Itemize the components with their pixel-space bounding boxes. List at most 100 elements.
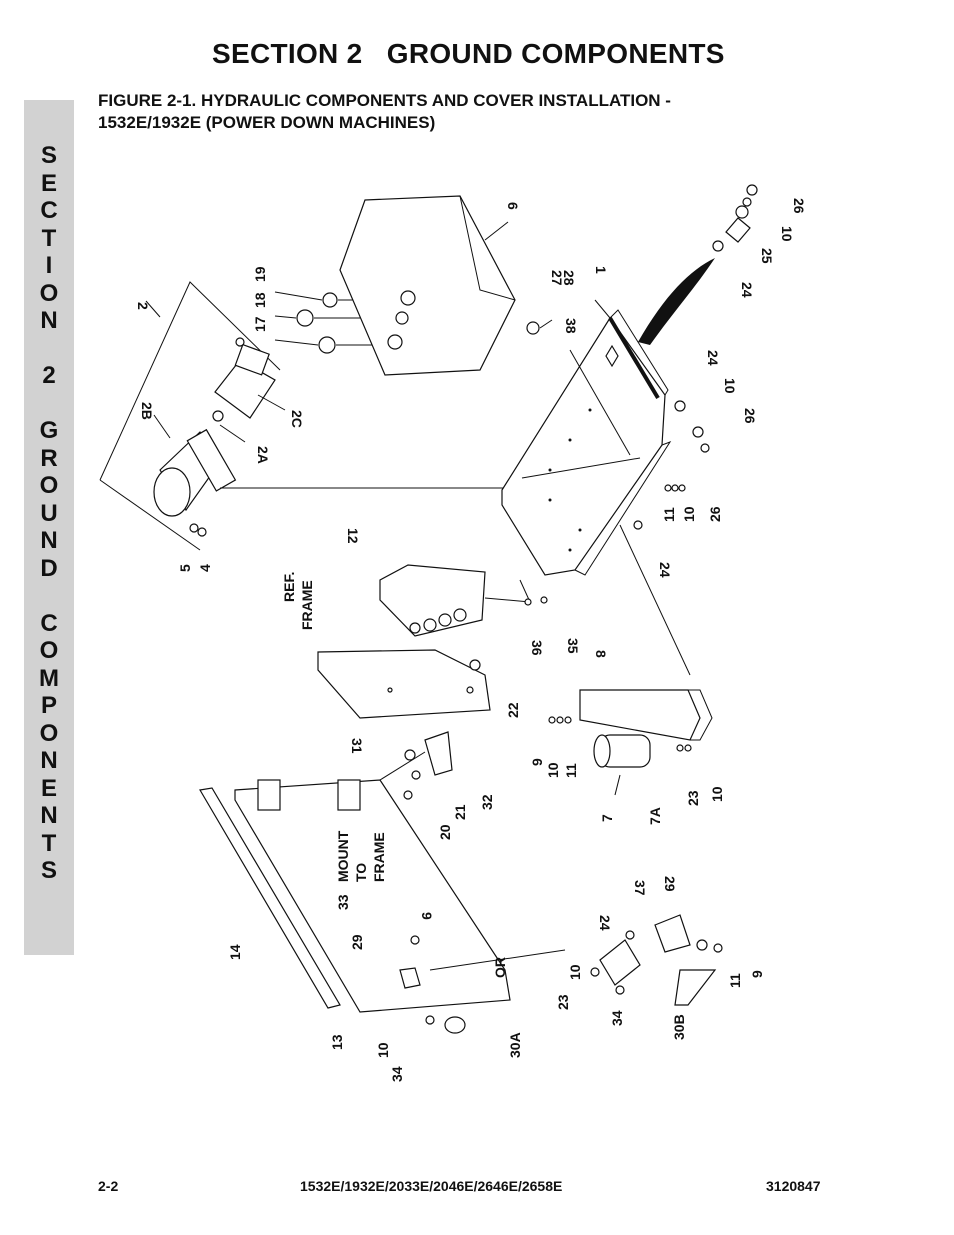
side-tab-letter: N (40, 307, 58, 334)
callout-21: 21 (452, 804, 468, 820)
side-tab-letter: E (40, 169, 57, 197)
callout-36: 36 (529, 640, 545, 656)
side-tab-letter: M (39, 664, 59, 692)
callout-38: 38 (563, 318, 579, 334)
side-tab-letter: O (39, 719, 59, 747)
side-tab-letter: T (41, 829, 57, 857)
callout-22: 22 (505, 702, 521, 718)
mount-hardware-top (712, 184, 758, 252)
callout-34-cover: 34 (389, 1066, 405, 1082)
callout-24-top: 24 (739, 282, 755, 298)
bracket (548, 689, 713, 752)
callout-26-right: 26 (742, 408, 758, 424)
footer-doc-number: 3120847 (766, 1178, 821, 1194)
cover-panel (234, 731, 511, 1034)
callout-19: 19 (252, 266, 268, 282)
side-tab-letter: I (45, 252, 53, 279)
callout-4: 4 (197, 564, 213, 572)
callout-9-cover: 9 (419, 912, 435, 920)
ref-frame-label-2: FRAME (299, 580, 315, 630)
mount-label-2: TO (353, 863, 369, 882)
figure-title-line-2: 1532E/1932E (POWER DOWN MACHINES) (98, 113, 436, 132)
side-tab-letter: R (40, 444, 58, 472)
side-tab-letter: N (40, 527, 58, 554)
callout-28: 28 (561, 270, 577, 286)
or-label: OR (492, 957, 508, 978)
side-tab-letter (24, 582, 74, 610)
side-tab-letter: S (40, 857, 57, 884)
callout-10-left: 10 (545, 762, 561, 778)
exploded-parts-diagram: 2 2B 2A 2C 17 18 19 5 4 6 27 28 38 1 26 … (99, 184, 807, 1082)
callout-20: 20 (437, 824, 453, 840)
direction-arrow-icon (638, 258, 715, 345)
callout-11-left: 11 (563, 763, 579, 778)
callout-32: 32 (479, 794, 495, 810)
callout-29-latch: 29 (662, 876, 678, 892)
callout-7: 7 (599, 814, 615, 822)
side-tab-letter: T (41, 224, 57, 252)
footer-page-number: 2-2 (98, 1178, 119, 1194)
footer-models: 1532E/1932E/2033E/2046E/2646E/2658E (300, 1178, 563, 1194)
figure-title: FIGURE 2-1. HYDRAULIC COMPONENTS AND COV… (98, 90, 671, 134)
callout-31: 31 (349, 738, 365, 754)
side-tab-letter: G (39, 417, 59, 444)
callout-25: 25 (759, 248, 775, 264)
callout-1: 1 (593, 266, 609, 274)
callout-17: 17 (252, 316, 268, 332)
callout-30a: 30A (507, 1032, 523, 1058)
motor (153, 414, 548, 537)
callout-24-mid: 24 (657, 562, 673, 578)
section-title: SECTION 2 GROUND COMPONENTS (212, 38, 725, 69)
callout-37: 37 (632, 880, 648, 896)
side-tab-letter: N (40, 747, 58, 774)
or-arrow (429, 949, 566, 971)
reservoir (339, 195, 553, 376)
pump (212, 337, 286, 443)
side-tab-letter: E (40, 774, 57, 802)
pump-assembly-outline (99, 281, 281, 551)
base-tray (501, 299, 691, 676)
callout-6: 6 (505, 202, 521, 210)
trim-strip (199, 787, 341, 1009)
callout-10-cover: 10 (375, 1042, 391, 1058)
callout-11-latch: 11 (727, 973, 743, 988)
callout-24-latch: 24 (597, 915, 613, 931)
callout-30b: 30B (671, 1014, 687, 1040)
callout-34-latch: 34 (609, 1010, 625, 1026)
ref-frame-label-1: REF. (281, 572, 297, 602)
callout-35: 35 (565, 638, 581, 654)
tray-hardware (633, 400, 710, 530)
callout-2b: 2B (139, 402, 155, 420)
side-tab-letter: U (40, 499, 58, 527)
callout-29-cover: 29 (349, 934, 365, 950)
callout-10-latch: 10 (567, 964, 583, 980)
callout-10-bottom-right: 10 (709, 786, 725, 802)
callout-23-latch: 23 (555, 994, 571, 1010)
callout-10-mid: 10 (681, 506, 697, 522)
callout-13: 13 (329, 1034, 345, 1050)
callout-8: 8 (593, 650, 609, 658)
callout-2a: 2A (255, 446, 271, 464)
callout-27: 27 (549, 270, 565, 286)
figure-title-line-1: FIGURE 2-1. HYDRAULIC COMPONENTS AND COV… (98, 91, 671, 110)
callout-23-right: 23 (685, 790, 701, 806)
side-tab-letter: C (40, 197, 58, 224)
side-tab-letter: O (39, 279, 59, 307)
mount-label-3: FRAME (371, 832, 387, 882)
callout-14: 14 (227, 944, 243, 960)
callout-33: 33 (335, 894, 351, 910)
callout-12: 12 (345, 528, 361, 544)
callout-10-right: 10 (722, 378, 738, 394)
callout-18: 18 (252, 292, 268, 308)
callout-10-top: 10 (779, 226, 795, 242)
side-tab-letter (24, 390, 74, 418)
callout-7a: 7A (647, 807, 663, 825)
frame-plate (317, 649, 491, 719)
callout-26-mid: 26 (707, 506, 723, 522)
callout-24-right: 24 (705, 350, 721, 366)
callout-5: 5 (177, 564, 193, 572)
mount-label-1: MOUNT (335, 830, 351, 882)
alternate-latch (590, 914, 723, 1006)
